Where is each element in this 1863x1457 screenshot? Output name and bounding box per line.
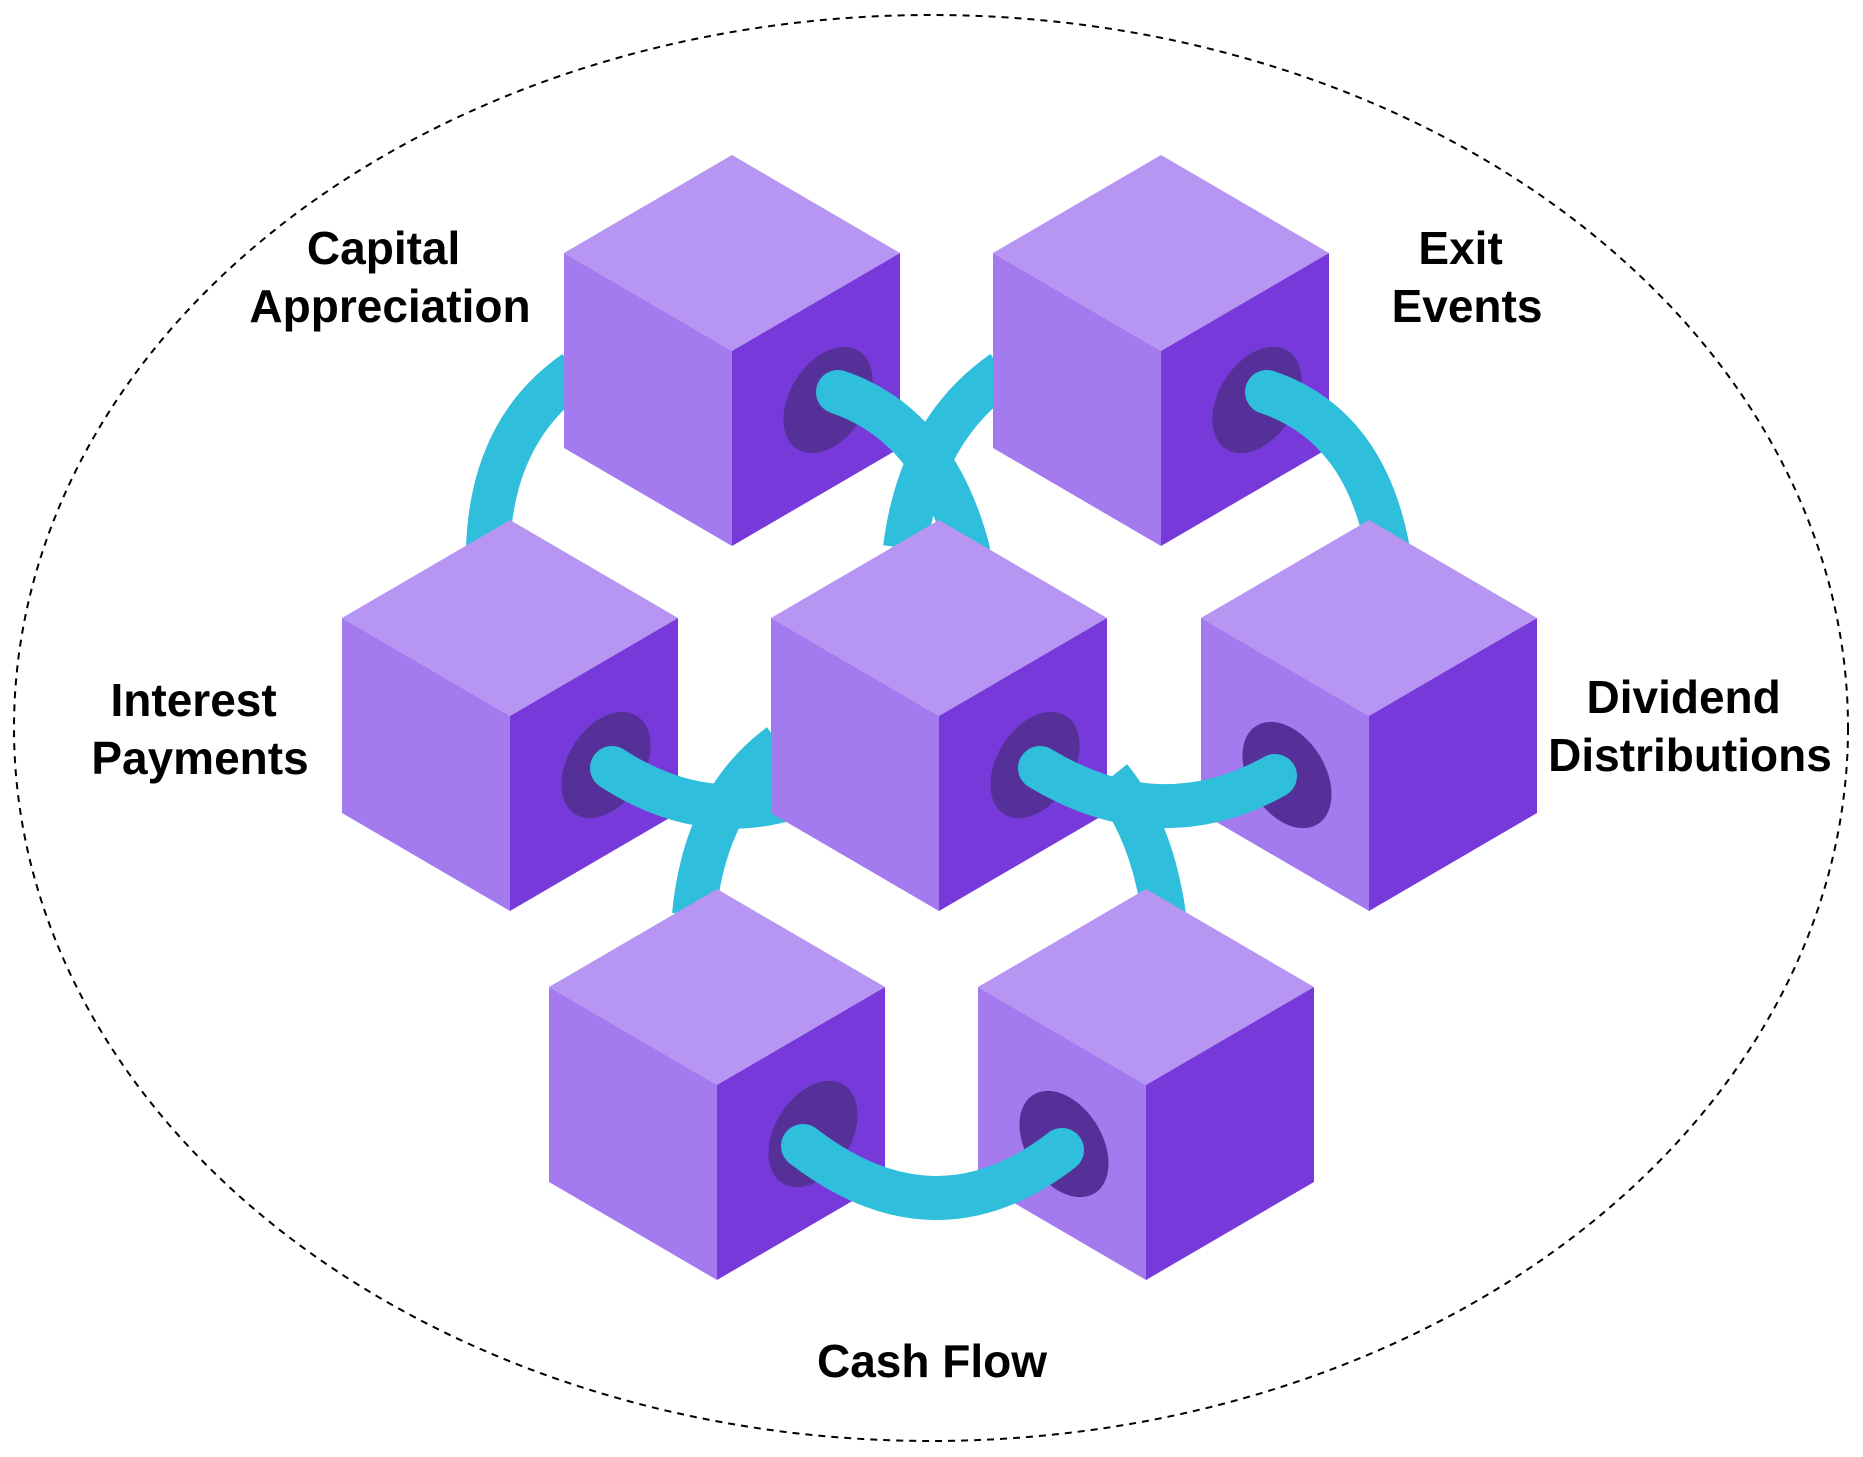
block-middle-right (1201, 520, 1537, 911)
label-exit-events: Exit Events (1392, 222, 1543, 332)
link-top-left-to-middle-center (816, 370, 990, 572)
label-capital-appreciation: Capital Appreciation (249, 222, 530, 332)
block-middle-left (342, 520, 678, 911)
cube-left-face (564, 253, 732, 546)
label-dividend-distributions-line-2: Distributions (1548, 729, 1832, 781)
link-middle-left-to-bottom-left (672, 727, 794, 918)
link-bottom-left-to-bottom-right (781, 1124, 1084, 1220)
block-top-left (564, 155, 900, 546)
label-interest-payments: Interest Payments (91, 674, 308, 784)
block-bottom-right (978, 889, 1314, 1280)
block-top-right (993, 155, 1329, 546)
label-capital-appreciation-line-2: Appreciation (249, 280, 530, 332)
label-dividend-distributions: Dividend Distributions (1548, 671, 1832, 781)
cube-right-face (1146, 987, 1314, 1280)
label-exit-events-line-1: Exit (1418, 222, 1502, 274)
cube-left-face (993, 253, 1161, 546)
label-interest-payments-line-1: Interest (111, 674, 277, 726)
label-capital-appreciation-line-1: Capital (307, 222, 460, 274)
link-middle-center-to-middle-right (1018, 746, 1297, 829)
label-exit-events-line-2: Events (1392, 280, 1543, 332)
block-bottom-left (549, 889, 885, 1280)
cube-left-face (549, 987, 717, 1280)
link-top-right-to-middle-right (1245, 370, 1410, 572)
cube-left-face (771, 618, 939, 911)
block-middle-center (771, 520, 1107, 911)
cube-left-face (342, 618, 510, 911)
link-top-left-to-middle-left (466, 353, 589, 550)
link-middle-left-to-middle-center (590, 746, 812, 829)
label-dividend-distributions-line-1: Dividend (1586, 671, 1780, 723)
cube-right-face (1369, 618, 1537, 911)
label-cash-flow: Cash Flow (817, 1335, 1047, 1387)
label-interest-payments-line-2: Payments (91, 732, 308, 784)
label-cash-flow-line-1: Cash Flow (817, 1335, 1047, 1387)
dashed-boundary-ellipse (13, 14, 1849, 1442)
